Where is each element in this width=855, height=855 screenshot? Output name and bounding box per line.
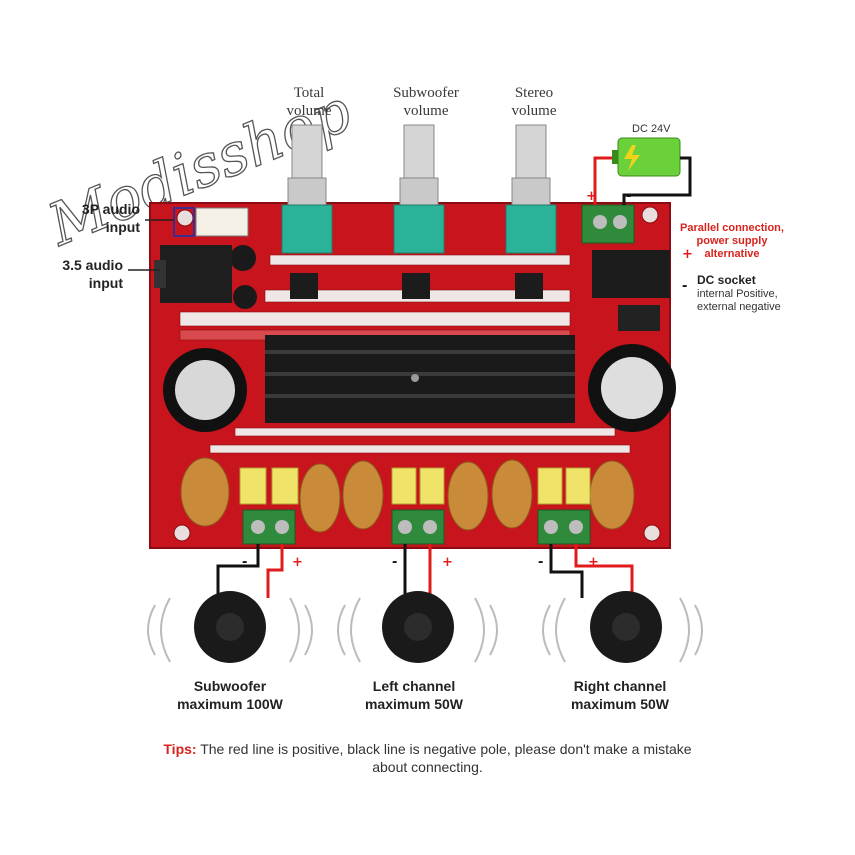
dc-wire-positive: [593, 156, 612, 205]
speaker-subwoofer-icon: [147, 591, 313, 663]
label-dc-socket: DC socket: [697, 273, 756, 287]
dc-socket: [592, 250, 670, 298]
tips-line2: about connecting.: [372, 759, 483, 775]
mount-hole: [173, 524, 191, 542]
3p-connector: [195, 207, 249, 237]
capacitor-small: [233, 285, 257, 309]
3p-highlight: [173, 207, 195, 237]
speaker-right-icon: [542, 591, 703, 663]
svg-text:+: +: [682, 247, 693, 262]
heatsink: [265, 335, 575, 423]
tips-label: Tips:: [163, 741, 197, 757]
pot-total: [281, 124, 333, 254]
label-dc-socket-desc: internal Positive,external negative: [697, 288, 781, 313]
speaker-terminals: [242, 509, 591, 545]
mount-hole: [641, 206, 659, 224]
svg-text:-: -: [682, 279, 687, 294]
speaker-wires: [216, 544, 634, 598]
ic-chip: [402, 273, 430, 299]
tips-line1: The red line is positive, black line is …: [196, 741, 692, 757]
speaker-left-icon: [337, 591, 498, 663]
dc-wire-negative: [622, 156, 692, 205]
tips-text: Tips: The red line is positive, black li…: [0, 740, 855, 776]
potentiometers: [281, 124, 557, 254]
svg-text:-: -: [626, 189, 631, 204]
pot-stereo: [505, 124, 557, 254]
ic-chip: [290, 273, 318, 299]
svg-text:+: +: [292, 555, 303, 570]
capacitor-small: [230, 245, 256, 271]
pot-subwoofer: [393, 124, 445, 254]
svg-text:-: -: [242, 555, 247, 570]
svg-text:-: -: [392, 555, 397, 570]
mount-hole: [176, 209, 194, 227]
battery-icon: [612, 137, 681, 177]
ic-chip: [515, 273, 543, 299]
polarity-marks: - + - + - + + - + -: [242, 189, 693, 570]
svg-text:-: -: [538, 555, 543, 570]
label-dc-24v: DC 24V: [632, 123, 671, 135]
audio-jack: [160, 245, 232, 303]
svg-text:+: +: [586, 189, 597, 204]
output-stage: [180, 457, 635, 533]
svg-text:+: +: [588, 555, 599, 570]
diode: [618, 305, 660, 331]
svg-text:+: +: [442, 555, 453, 570]
mount-hole: [643, 524, 661, 542]
